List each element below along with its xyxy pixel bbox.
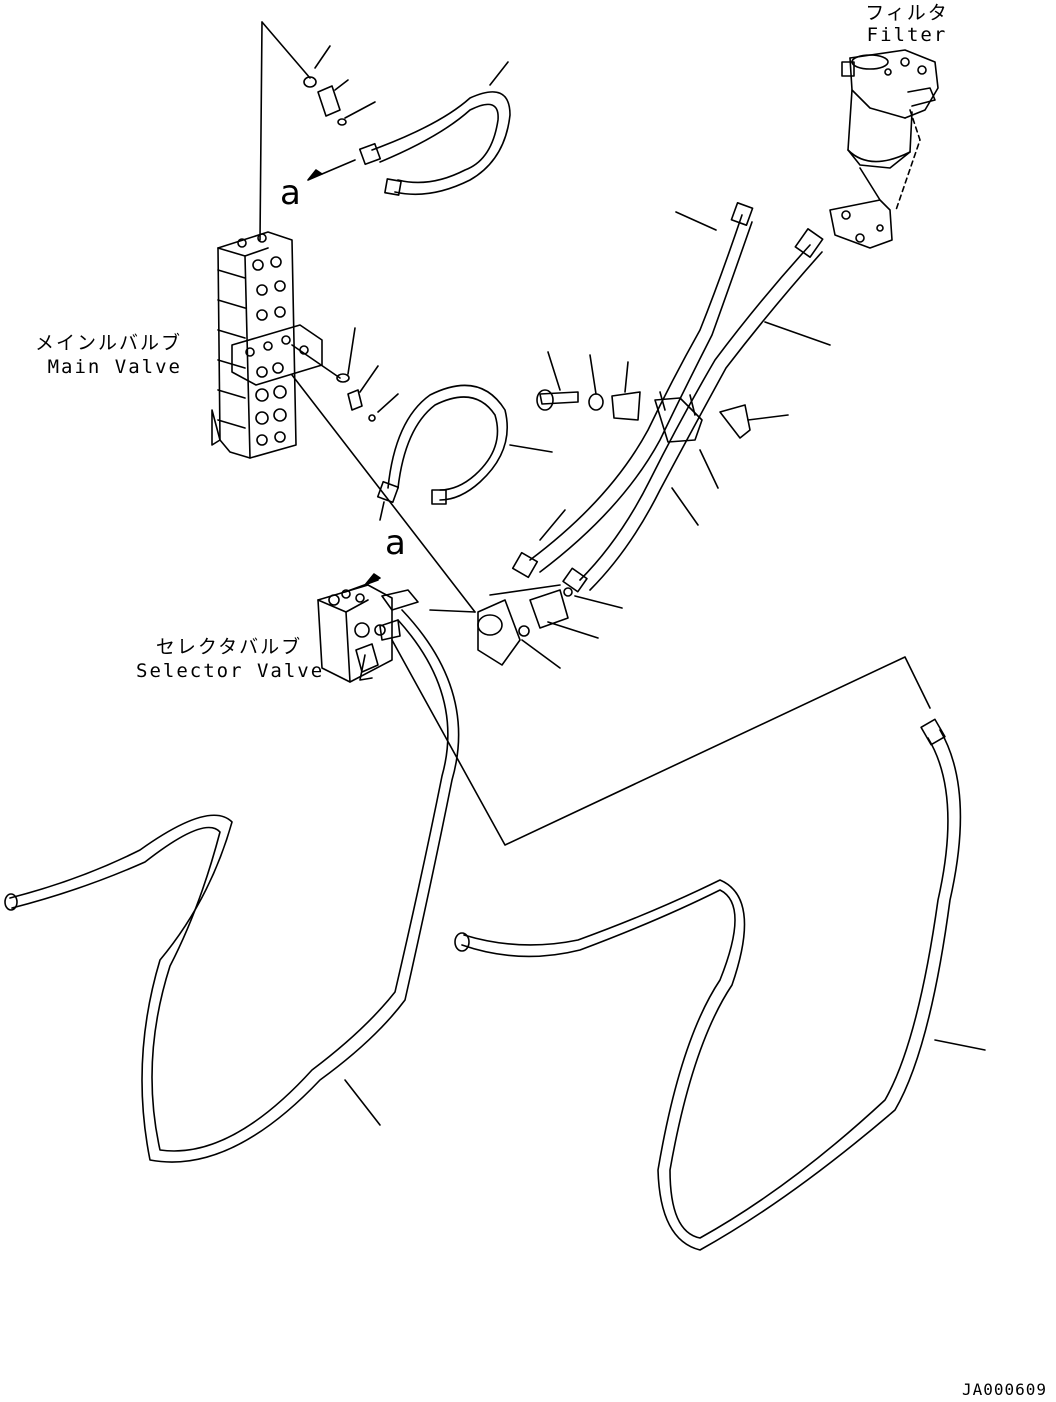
- main-valve-component: [211, 231, 323, 459]
- upper-hose: [307, 61, 511, 196]
- long-hose-right: [454, 718, 986, 1251]
- middle-hose: [344, 384, 553, 593]
- hose-bundle: [511, 202, 831, 593]
- filter-label-jp: フィルタ: [865, 2, 949, 24]
- filter-component: [829, 49, 939, 249]
- filter-label-en: Filter: [866, 24, 948, 46]
- selector-valve-label-jp: セレクタバルブ: [155, 636, 303, 658]
- main-valve-label-jp: メインルバルブ: [34, 332, 182, 354]
- selector-valve-component: [317, 584, 419, 683]
- main-valve-label-en: Main Valve: [47, 356, 182, 378]
- lower-fittings: [429, 584, 623, 669]
- marker-a-upper: a: [280, 173, 301, 213]
- drawing-code: JA000609: [962, 1380, 1048, 1399]
- fittings-middle: [336, 327, 399, 422]
- selector-valve-label-en: Selector Valve: [136, 660, 325, 682]
- marker-a-lower: a: [385, 523, 406, 563]
- long-hose-left: [4, 609, 460, 1163]
- fittings-upper: [303, 45, 376, 126]
- small-parts: [536, 351, 641, 421]
